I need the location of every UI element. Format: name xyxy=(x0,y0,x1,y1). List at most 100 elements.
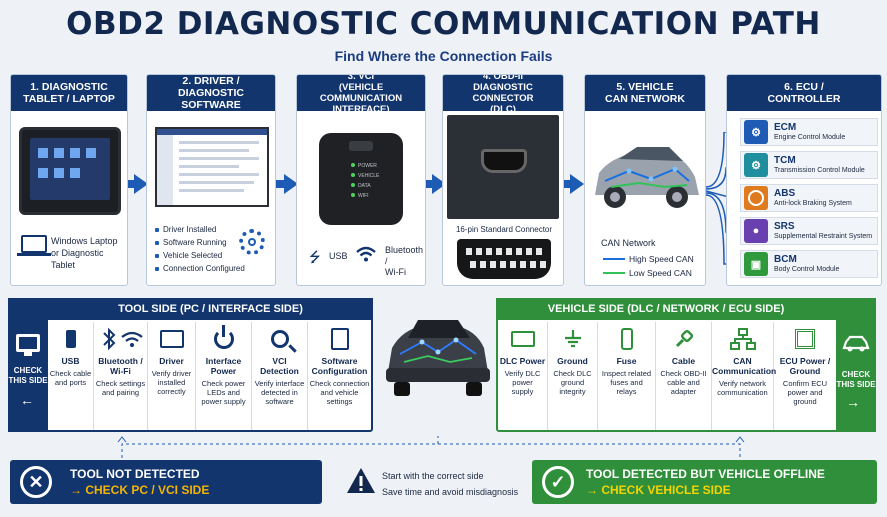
step-6-header: 6. ECU /CONTROLLER xyxy=(727,75,881,111)
led-power: POWER xyxy=(358,163,377,169)
step-3-head-line2: (VEHICLE COMMUNICATION xyxy=(319,82,403,104)
tool-not-detected-box: ✕ TOOL NOT DETECTED → CHECK PC / VCI SID… xyxy=(10,460,322,504)
vehicle-item-cable-d2: cable and xyxy=(667,378,700,387)
step-6-head-line1: 6. ECU / xyxy=(784,81,824,93)
vehicle-item-fuse-d1: Inspect related xyxy=(601,369,652,378)
tablet-icon xyxy=(19,127,121,215)
start-correct-side-text: Start with the correct side xyxy=(382,471,484,481)
body-control-icon: ▣ xyxy=(744,252,768,276)
arrow-3 xyxy=(426,180,434,188)
legend-low-speed: Low Speed CAN xyxy=(629,268,692,278)
ground-icon xyxy=(548,322,597,356)
tool-item-driver-name: Driver xyxy=(159,356,184,366)
page-title: OBD2 DIAGNOSTIC COMMUNICATION PATH xyxy=(66,6,821,42)
tool-item-bt-d2: and pairing xyxy=(101,388,140,397)
step-2-head-line2: DIAGNOSTIC SOFTWARE xyxy=(178,87,244,111)
tool-item-sw-d3: settings xyxy=(326,397,353,406)
tool-side-panel xyxy=(8,298,373,432)
tool-not-detected-text: TOOL NOT DETECTED xyxy=(70,467,200,481)
vehicle-item-ecu-d1: Confirm ECU xyxy=(782,379,828,388)
step-1-caption-line1: Windows Laptop xyxy=(51,236,118,246)
tool-item-bt-d1: Check settings xyxy=(95,379,146,388)
step-2-panel: 2. DRIVER /DIAGNOSTIC SOFTWARE Driver In… xyxy=(146,74,276,286)
ecu-srs-name: SRS xyxy=(774,221,795,232)
tool-item-vci-d2: detected in xyxy=(261,388,298,397)
arrow-4-head xyxy=(570,174,584,194)
tool-item-vci-d3: software xyxy=(265,397,294,406)
vehicle-offline-text: TOOL DETECTED BUT VEHICLE OFFLINE xyxy=(586,467,825,481)
vehicle-item-cable-name: Cable xyxy=(671,356,696,366)
vehicle-item-dlc-d1: Verify DLC xyxy=(504,369,541,378)
bluetooth-wifi-icon xyxy=(94,322,147,356)
arrow-2-head xyxy=(284,174,298,194)
step-5-head-line2: CAN NETWORK xyxy=(605,93,685,105)
tool-item-vci-name: VCI Detection xyxy=(260,356,299,376)
clipboard-icon xyxy=(308,322,371,356)
vci-device-icon: POWER VEHICLE DATA WIFI xyxy=(319,133,403,225)
warning-icon xyxy=(346,466,376,496)
step-1-head-line1: 1. DIAGNOSTIC xyxy=(30,81,108,93)
vehicle-item-dlc-name: DLC Power xyxy=(499,356,546,366)
check-vehicle-selected: Vehicle Selected xyxy=(155,249,245,262)
check-pc-vci-text: → CHECK PC / VCI SIDE xyxy=(70,483,210,497)
tool-item-driver-d3: correctly xyxy=(157,387,186,396)
step-4-head-line2: DIAGNOSTIC CONNECTOR xyxy=(472,82,534,104)
ecu-tcm-name: TCM xyxy=(774,155,796,166)
vehicle-item-dlc-d3: supply xyxy=(511,387,534,396)
ecu-bcm-name: BCM xyxy=(774,254,797,265)
tool-item-usb-d2: and ports xyxy=(54,378,87,387)
led-vehicle: VEHICLE xyxy=(358,173,380,179)
tool-item-vci-d1: Verify interface xyxy=(254,379,305,388)
ecu-bcm-desc: Body Control Module xyxy=(774,266,840,273)
ecu-srs-desc: Supplemental Restraint System xyxy=(774,233,873,240)
arrow-right-icon: → xyxy=(846,394,860,410)
check-driver-installed: Driver Installed xyxy=(155,223,245,236)
usb-icon: ⭍ xyxy=(309,249,321,265)
step-5-head-line1: 5. VEHICLE xyxy=(616,81,674,93)
monitor-icon xyxy=(16,334,40,352)
usb-plug-icon xyxy=(48,322,93,356)
vehicle-item-ecu-d2: power and xyxy=(787,388,823,397)
tool-item-sw-d2: and vehicle xyxy=(320,388,359,397)
step-2-header: 2. DRIVER /DIAGNOSTIC SOFTWARE xyxy=(147,75,275,111)
check-vehicle-side-text: → CHECK VEHICLE SIDE xyxy=(586,483,731,497)
power-icon xyxy=(196,322,251,356)
chip-icon xyxy=(774,322,836,356)
ecu-abs-desc: Anti-lock Braking System xyxy=(774,200,852,207)
tool-item-power-d2: LEDs and xyxy=(207,388,240,397)
check-software-running: Software Running xyxy=(155,236,245,249)
arrow-1 xyxy=(128,180,136,188)
obd-connector-icon xyxy=(457,239,551,279)
transmission-icon: ⚙ xyxy=(744,153,768,177)
connector-caption: 16-pin Standard Connector xyxy=(455,225,553,234)
network-icon xyxy=(712,322,773,356)
step-4-head-line1: 4. OBD-II xyxy=(482,74,524,82)
vehicle-item-can-d2: communication xyxy=(717,388,768,397)
step-3-head-line3: INTERFACE) xyxy=(332,104,390,115)
vehicle-item-cable-d3: adapter xyxy=(670,387,697,396)
vehicle-item-ground-d2: ground xyxy=(560,378,585,387)
tablet-screen xyxy=(30,138,110,200)
car-icon xyxy=(842,334,870,354)
airbag-icon: ● xyxy=(744,219,768,243)
low-speed-can-line xyxy=(603,272,625,274)
vehicle-item-can-name2: Communication xyxy=(712,366,777,376)
vehicle-side-check-tab xyxy=(836,298,876,432)
step-6-head-line2: CONTROLLER xyxy=(767,93,841,105)
check-circle-icon: ✓ xyxy=(542,466,574,498)
tool-item-bt-name: Bluetooth / xyxy=(98,356,143,366)
arrow-1-head xyxy=(134,174,148,194)
step-4-head-line3: (DLC) xyxy=(490,104,516,115)
vehicle-check-line1: CHECK xyxy=(841,370,871,379)
vehicle-offline-box: ✓ TOOL DETECTED BUT VEHICLE OFFLINE → CH… xyxy=(532,460,877,504)
car-network-icon xyxy=(589,125,703,221)
